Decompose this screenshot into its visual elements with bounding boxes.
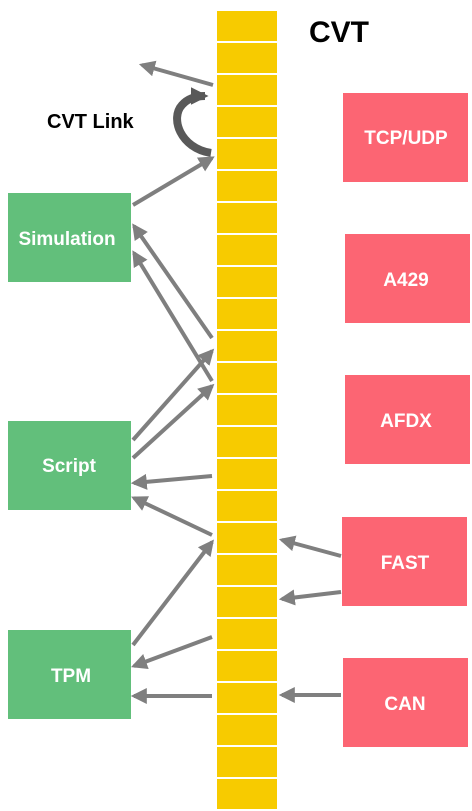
tpm-box-bg bbox=[8, 630, 131, 719]
script-box-bg bbox=[8, 421, 131, 510]
cvt-cell bbox=[215, 425, 279, 459]
simulation-box: Simulation bbox=[8, 193, 131, 282]
script-to-cvt-arrow bbox=[131, 348, 215, 442]
afdx-box-bg bbox=[345, 375, 468, 464]
tpm-box: TPM bbox=[8, 630, 131, 719]
fast-to-cvt-arrow bbox=[278, 535, 342, 558]
fast-to-cvt-arrow bbox=[278, 589, 342, 606]
can-box-bg bbox=[343, 658, 468, 747]
tcp-udp-box: TCP/UDP bbox=[343, 93, 468, 182]
simulation-box-bg bbox=[8, 193, 131, 282]
cvt-link-label: CVT Link bbox=[47, 111, 135, 133]
a429-label: A429 bbox=[383, 270, 428, 291]
tpm-to-cvt-arrow bbox=[131, 539, 214, 647]
a429-box-edge bbox=[468, 234, 470, 323]
cvt-cell bbox=[215, 73, 279, 107]
cvt-link-loop-arrow bbox=[173, 87, 212, 157]
cvt-to-simulation-arrow bbox=[132, 223, 214, 340]
cvt-cell bbox=[215, 745, 279, 779]
cvt-column bbox=[215, 9, 279, 811]
a429-box-bg bbox=[345, 234, 468, 323]
cvt-cell bbox=[215, 329, 279, 363]
cvt-cell bbox=[215, 169, 279, 203]
afdx-box: AFDX bbox=[345, 375, 470, 464]
cvt-cell bbox=[215, 201, 279, 235]
cvt-cell bbox=[215, 521, 279, 555]
simulation-to-cvt-arrow bbox=[131, 156, 215, 207]
simulation-label: Simulation bbox=[18, 229, 115, 250]
arrows bbox=[130, 60, 342, 704]
a429-box: A429 bbox=[345, 234, 470, 323]
cvt-cell bbox=[215, 393, 279, 427]
can-label: CAN bbox=[384, 694, 425, 715]
tpm-label: TPM bbox=[51, 666, 91, 687]
tcp-udp-box-bg bbox=[343, 93, 468, 182]
cvt-to-script-arrow bbox=[131, 496, 213, 537]
cvt-title: CVT bbox=[309, 16, 369, 49]
cvt-cell bbox=[215, 41, 279, 75]
cvt-cell bbox=[215, 361, 279, 395]
cvt-cell bbox=[215, 617, 279, 651]
fast-box-bg bbox=[342, 517, 467, 606]
cvt-cell bbox=[215, 105, 279, 139]
cvt-to-script-arrow bbox=[130, 473, 213, 490]
can-box: CAN bbox=[343, 658, 468, 747]
cvt-cell bbox=[215, 9, 279, 43]
afdx-box-edge bbox=[468, 375, 470, 464]
cvt-cell bbox=[215, 457, 279, 491]
fast-label: FAST bbox=[381, 553, 430, 574]
cvt-cell bbox=[215, 297, 279, 331]
cvt-out-arrow bbox=[138, 60, 214, 87]
cvt-cell bbox=[215, 489, 279, 523]
cvt-cell bbox=[215, 713, 279, 747]
afdx-label: AFDX bbox=[380, 411, 432, 432]
script-label: Script bbox=[42, 456, 97, 477]
cvt-cell bbox=[215, 265, 279, 299]
cvt-cell bbox=[215, 649, 279, 683]
cvt-cell bbox=[215, 233, 279, 267]
cvt-cell bbox=[215, 585, 279, 619]
cvt-cell bbox=[215, 553, 279, 587]
tcp-udp-label: TCP/UDP bbox=[364, 128, 448, 149]
cvt-cell bbox=[215, 777, 279, 811]
script-box: Script bbox=[8, 421, 131, 510]
fast-box: FAST bbox=[342, 517, 467, 606]
cvt-cell bbox=[215, 137, 279, 171]
script-to-cvt-arrow bbox=[131, 383, 215, 460]
cvt-cell bbox=[215, 681, 279, 715]
cvt-to-tpm-arrow bbox=[131, 635, 213, 670]
